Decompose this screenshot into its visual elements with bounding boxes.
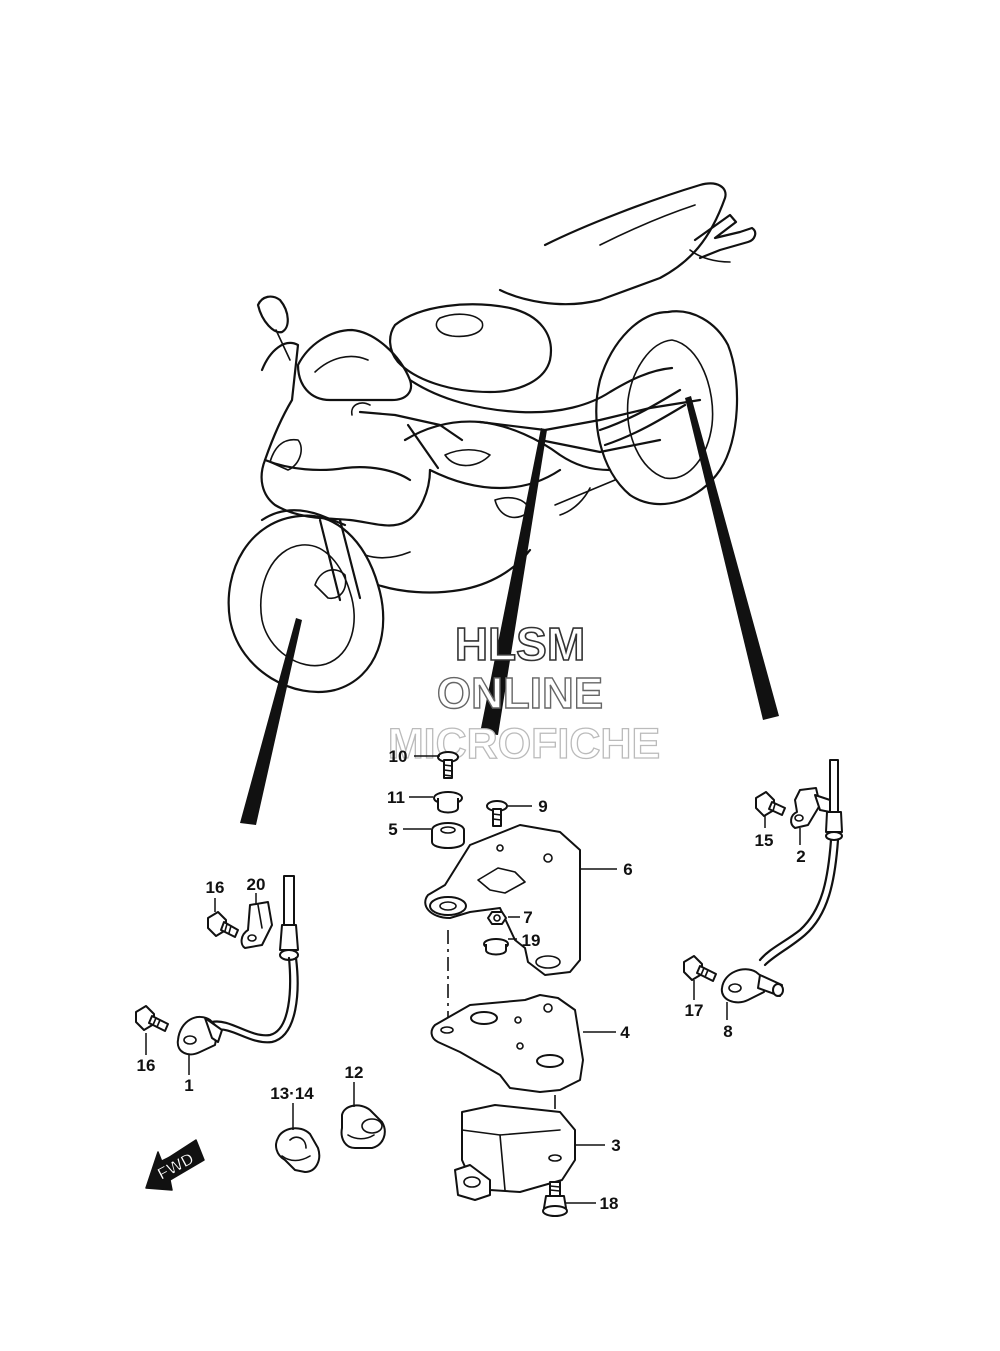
- callout-3: 3: [611, 1136, 620, 1155]
- bolt-16-lower: [135, 1005, 169, 1032]
- watermark-line-2: ONLINE: [437, 669, 603, 718]
- callout-2: 2: [796, 847, 805, 866]
- callout-8: 8: [723, 1022, 732, 1041]
- callout-17: 17: [685, 1001, 704, 1020]
- callout-4: 4: [620, 1023, 630, 1042]
- front-sensor-1: [176, 1015, 223, 1056]
- rear-sensor-8: [720, 968, 784, 1004]
- callout-labels: 1 2 3 4 5 6 7 8 9 10 11 12 13·14 15 16 1…: [137, 747, 806, 1213]
- screw-10: [437, 751, 459, 779]
- watermark-line-3: MICROFICHE: [388, 720, 660, 768]
- collar-11: [433, 791, 463, 814]
- callout-10: 10: [389, 747, 408, 766]
- pointer-center: [480, 428, 547, 735]
- callout-16-lower: 16: [137, 1056, 156, 1075]
- bolt-18: [542, 1181, 568, 1217]
- fwd-arrow-indicator: FWD: [145, 1139, 205, 1191]
- watermark-line-1: HLSM: [455, 618, 585, 670]
- clamp-12: [340, 1104, 386, 1149]
- screw-9: [486, 800, 508, 827]
- bracket-4: [430, 994, 584, 1093]
- callout-12: 12: [345, 1063, 364, 1082]
- callout-16-upper: 16: [206, 878, 225, 897]
- callout-7: 7: [523, 908, 532, 927]
- clamp-13-14: [275, 1127, 321, 1173]
- clamp-2: [790, 787, 831, 829]
- pointer-wedges: [240, 396, 779, 825]
- nut-19: [483, 938, 509, 956]
- rear-sensor-cable: [758, 759, 843, 967]
- grommet-5: [431, 822, 465, 849]
- clamp-20: [240, 901, 273, 949]
- callout-11: 11: [387, 788, 405, 807]
- callout-20: 20: [247, 875, 266, 894]
- front-sensor-cable: [210, 875, 299, 1044]
- callout-15: 15: [755, 831, 774, 850]
- nut-7: [487, 911, 507, 925]
- bolt-15: [755, 791, 786, 817]
- bolt-17: [683, 955, 717, 982]
- callout-5: 5: [388, 820, 397, 839]
- callout-1: 1: [184, 1076, 193, 1095]
- callout-13-14: 13·14: [270, 1084, 314, 1103]
- pointer-rear-wheel: [685, 396, 779, 720]
- callout-19: 19: [522, 931, 541, 950]
- callout-6: 6: [623, 860, 632, 879]
- pointer-front-wheel: [240, 618, 302, 825]
- watermark: HLSM ONLINE MICROFICHE: [387, 617, 661, 768]
- bolt-16-upper: [207, 911, 239, 938]
- bracket-6: [424, 824, 581, 976]
- callout-9: 9: [538, 797, 547, 816]
- callout-18: 18: [600, 1194, 619, 1213]
- motorcycle-outline: [227, 182, 757, 694]
- control-unit-3: [454, 1104, 576, 1201]
- leader-lines: [145, 755, 801, 1204]
